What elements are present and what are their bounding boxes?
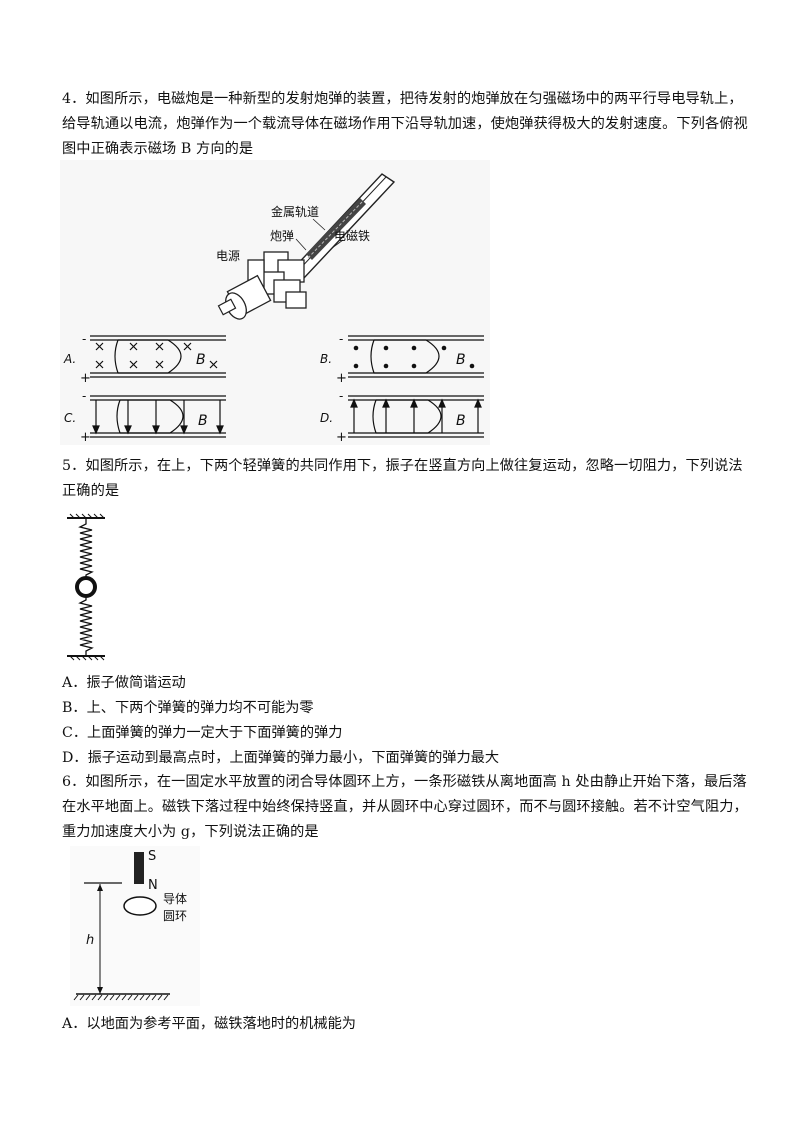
question-5-option-c: C．上面弹簧的弹力一定大于下面弹簧的弹力 xyxy=(62,725,343,741)
label-electromagnet: 电磁铁 xyxy=(334,228,370,243)
conductor-ring xyxy=(123,896,157,916)
option-a-label: A. xyxy=(63,352,76,366)
option-b-label: B. xyxy=(320,352,332,366)
question-4-figure: 金属轨道 炮弹 电磁铁 电源 A. - + xyxy=(60,160,490,445)
option-c-plus: + xyxy=(80,430,91,445)
label-power-source: 电源 xyxy=(216,249,240,263)
question-6-stem: 6．如图所示，在一固定水平放置的闭合导体圆环上方，一条形磁铁从离地面高 h 处由… xyxy=(62,770,748,845)
option-c-minus: - xyxy=(82,389,86,403)
option-c-diagram: C. - + B xyxy=(64,389,226,445)
question-6-line-3: 重力加速度大小为 g，下列说法正确的是 xyxy=(62,824,319,840)
bar-magnet xyxy=(134,852,144,884)
option-d-label: D. xyxy=(320,411,333,425)
ring-label-line-1: 导体 xyxy=(163,892,187,906)
question-4-line-2: 给导轨通以电流，炮弹作为一个载流导体在磁场作用下沿导轨加速，使炮弹获得极大的发射… xyxy=(62,116,748,132)
option-a-diagram: A. - + B xyxy=(63,332,226,386)
ring-label-line-2: 圆环 xyxy=(163,909,187,923)
magnet-north-pole: N xyxy=(148,878,158,893)
option-b-diagram: B. - + B xyxy=(320,332,484,386)
question-5-figure xyxy=(67,513,105,661)
option-a-plus: + xyxy=(80,371,91,386)
option-a-field-label: B xyxy=(196,352,206,368)
question-5-option-a: A．振子做简谐运动 xyxy=(62,675,186,691)
label-shell: 炮弹 xyxy=(270,229,294,243)
question-6-line-2: 在水平地面上。磁铁下落过程中始终保持竖直，并从圆环中心穿过圆环，而不与圆环接触。… xyxy=(62,799,748,815)
question-6-option-a: A．以地面为参考平面，磁铁落地时的机械能为 xyxy=(62,1016,356,1032)
question-5-stem: 5．如图所示，在上，下两个轻弹簧的共同作用下，振子在竖直方向上做往复运动，忽略一… xyxy=(62,454,743,504)
height-label: h xyxy=(86,933,94,948)
railgun-drawing: 金属轨道 炮弹 电磁铁 电源 xyxy=(216,173,396,320)
question-6-line-1: 6．如图所示，在一固定水平放置的闭合导体圆环上方，一条形磁铁从离地面高 h 处由… xyxy=(62,774,747,790)
lower-spring xyxy=(78,596,94,656)
option-c-field-label: B xyxy=(198,413,208,429)
question-5-line-1: 5．如图所示，在上，下两个轻弹簧的共同作用下，振子在竖直方向上做往复运动，忽略一… xyxy=(62,458,743,474)
question-5-option-b: B．上、下两个弹簧的弹力均不可能为零 xyxy=(62,700,314,716)
option-d-plus: + xyxy=(336,430,347,445)
label-metal-rail: 金属轨道 xyxy=(271,204,319,219)
option-b-minus: - xyxy=(339,332,343,346)
question-4-line-3: 图中正确表示磁场 B 方向的是 xyxy=(62,141,254,157)
question-4-line-1: 4．如图所示，电磁炮是一种新型的发射炮弹的装置，把待发射的炮弹放在匀强磁场中的两… xyxy=(62,91,743,107)
question-4-stem: 4．如图所示，电磁炮是一种新型的发射炮弹的装置，把待发射的炮弹放在匀强磁场中的两… xyxy=(62,87,748,162)
option-b-field-label: B xyxy=(456,352,466,368)
upper-spring xyxy=(78,518,94,578)
option-b-plus: + xyxy=(336,371,347,386)
oscillator-ring xyxy=(75,576,97,598)
option-d-diagram: D. - + B xyxy=(320,389,484,445)
question-6-figure: S N 导体 圆环 h xyxy=(70,846,200,1006)
magnet-south-pole: S xyxy=(148,849,156,864)
option-d-field-label: B xyxy=(456,413,466,429)
question-5-option-d: D．振子运动到最高点时，上面弹簧的弹力最小，下面弹簧的弹力最大 xyxy=(62,750,500,766)
option-a-minus: - xyxy=(82,332,86,346)
question-5-line-2: 正确的是 xyxy=(62,483,120,499)
option-d-minus: - xyxy=(339,389,343,403)
option-c-label: C. xyxy=(64,411,76,425)
